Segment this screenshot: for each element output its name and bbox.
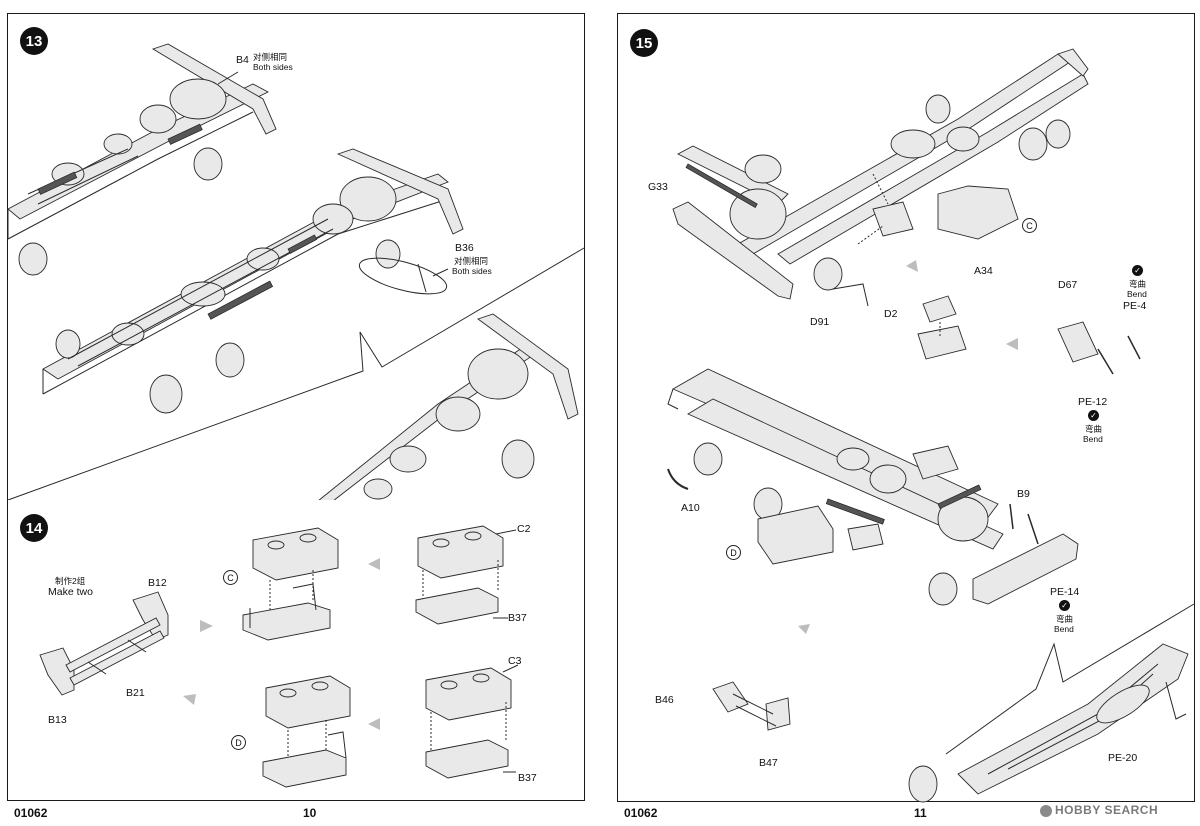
watermark-logo: HOBBY SEARCH (1040, 803, 1158, 817)
label-pe14: PE-14 (1050, 586, 1080, 598)
label-b21: B21 (126, 687, 145, 699)
label-b36-cn: 对侧相同 (454, 256, 489, 266)
label-pe4: PE-4 (1123, 300, 1147, 312)
label-bend-cn-1: 弯曲 (1129, 279, 1147, 289)
label-b12: B12 (148, 577, 167, 589)
check-icon: ✓ (1088, 410, 1099, 421)
label-b4-cn: 对侧相同 (253, 52, 288, 62)
label-make-two-en: Make two (48, 586, 93, 598)
check-icon: ✓ (1132, 265, 1143, 276)
label-b37-top: B37 (508, 612, 527, 624)
step-14-badge: 14 (20, 514, 48, 542)
step-13-badge: 13 (20, 27, 48, 55)
step-15-badge: 15 (630, 29, 658, 57)
fuel-tank-illustrations (39, 525, 519, 788)
label-b47: B47 (759, 757, 778, 769)
marker-c: C (1022, 218, 1037, 233)
label-d67: D67 (1058, 279, 1078, 291)
footer-right-code: 01062 (624, 806, 658, 820)
label-d2: D2 (884, 308, 898, 320)
label-c2: C2 (517, 523, 531, 535)
label-bend-cn-3: 弯曲 (1056, 614, 1074, 624)
step-15-panel: 15 (617, 13, 1195, 803)
label-c3: C3 (508, 655, 522, 667)
footer-left-code: 01062 (14, 806, 48, 820)
footer-right-page: 11 (914, 806, 927, 820)
marker-c: C (223, 570, 238, 585)
marker-d: D (231, 735, 246, 750)
label-bend-en-3: Bend (1054, 624, 1074, 634)
label-pe20: PE-20 (1108, 752, 1138, 764)
check-icon: ✓ (1059, 600, 1070, 611)
label-b37-bottom: B37 (518, 772, 537, 784)
watermark-text: HOBBY SEARCH (1055, 803, 1159, 817)
label-bend-en-1: Bend (1127, 289, 1147, 299)
label-b46: B46 (655, 694, 674, 706)
step-13-panel: 13 (7, 13, 585, 502)
label-b4-en: Both sides (253, 62, 293, 72)
marker-d: D (726, 545, 741, 560)
label-make-two-cn: 制作2组 (55, 576, 86, 586)
label-d91: D91 (810, 316, 830, 328)
label-b9: B9 (1017, 488, 1030, 500)
chassis-assembly-illustration (667, 48, 1195, 803)
hobby-search-logo-icon (1040, 804, 1052, 817)
step-14-panel: 14 (7, 500, 585, 801)
label-a34: A34 (974, 265, 993, 277)
label-g33: G33 (648, 181, 668, 193)
label-bend-cn-2: 弯曲 (1085, 424, 1103, 434)
label-pe12: PE-12 (1078, 396, 1108, 408)
footer-left-page: 10 (303, 806, 317, 820)
label-b13: B13 (48, 714, 67, 726)
label-b36: B36 (455, 242, 474, 254)
label-b36-en: Both sides (452, 266, 492, 276)
label-a10: A10 (681, 502, 700, 514)
chassis-illustration-upper (7, 43, 585, 502)
label-bend-en-2: Bend (1083, 434, 1103, 444)
label-b4: B4 (236, 54, 249, 66)
